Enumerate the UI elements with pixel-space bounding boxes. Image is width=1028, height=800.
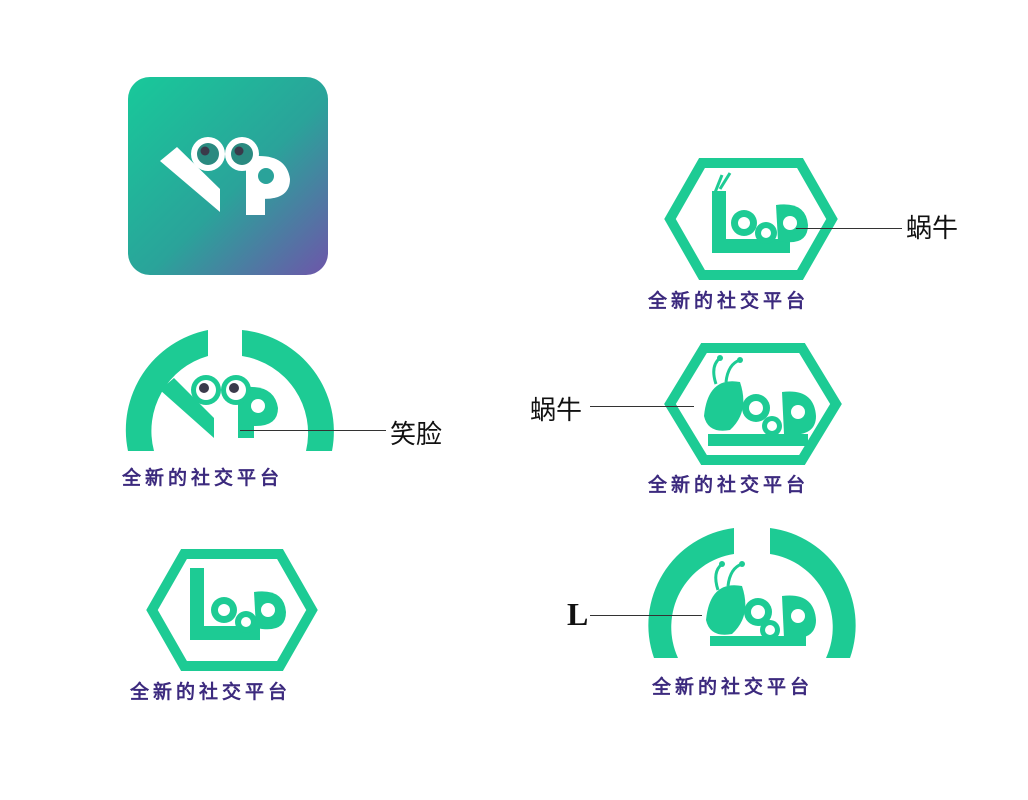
tagline-snail-arc: 全新的社交平台	[652, 676, 814, 698]
loop-wordmark-icon	[190, 568, 286, 640]
snail-mid-leader-line	[590, 406, 694, 407]
callout-smile: 笑脸	[390, 420, 443, 450]
tagline-plain-hexagon: 全新的社交平台	[130, 681, 292, 703]
tagline-snail-hexagon-large: 全新的社交平台	[648, 474, 810, 496]
logo-smile-arc	[125, 330, 334, 451]
tagline-smile-arc: 全新的社交平台	[122, 467, 284, 489]
logo-snail-arc	[648, 528, 856, 658]
snail-top-leader-line	[796, 228, 902, 229]
logo-plain-hexagon	[146, 549, 318, 671]
callout-snail-mid: 蜗牛	[530, 396, 583, 426]
app-icon-background	[128, 77, 328, 275]
callout-letter-l: L	[567, 596, 589, 632]
arch-shape	[648, 528, 856, 658]
arch-shape	[125, 330, 334, 451]
snail-icon	[706, 561, 816, 646]
smiley-face-icon	[160, 375, 278, 438]
smile-leader-line	[240, 430, 386, 431]
callout-snail-top: 蜗牛	[906, 214, 959, 244]
hexagon-frame	[146, 549, 318, 671]
logo-snail-hexagon-small	[664, 158, 838, 280]
snail-icon	[712, 172, 808, 253]
logo-snail-hexagon-large	[664, 343, 842, 465]
letter-l-leader-line	[590, 615, 702, 616]
snail-icon	[704, 355, 816, 446]
smiley-loop-icon	[160, 137, 290, 215]
hexagon-frame	[664, 343, 842, 465]
hexagon-frame	[664, 158, 838, 280]
app-icon	[128, 77, 328, 275]
tagline-snail-hexagon-small: 全新的社交平台	[648, 290, 810, 312]
